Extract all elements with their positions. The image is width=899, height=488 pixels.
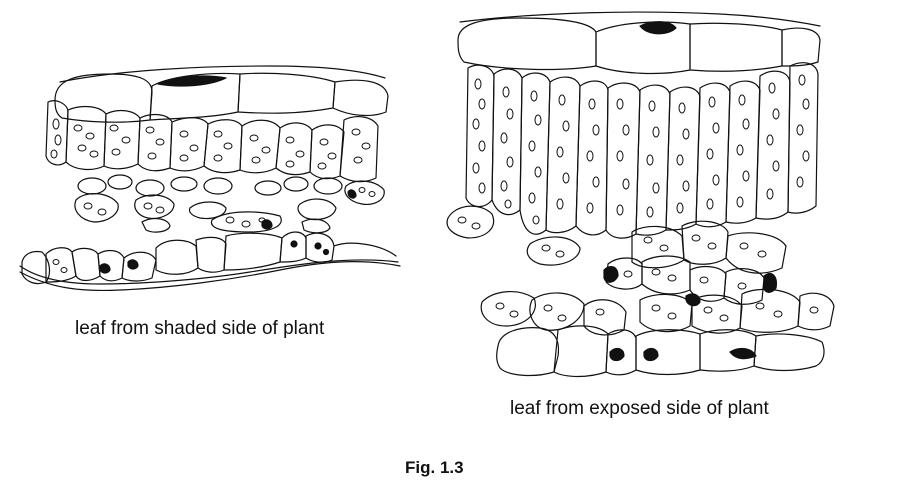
shaded-palisade-layer (46, 101, 378, 182)
shaded-stoma-guard-cell (262, 220, 272, 229)
shaded-lower-epidermis (20, 220, 400, 291)
shaded-upper-epidermis (55, 73, 388, 122)
exposed-mesophyll-nucleus (604, 267, 618, 283)
shaded-stoma-guard-cell (128, 260, 138, 269)
exposed-palisade-layer (466, 63, 818, 238)
shaded-epidermis-nucleus (158, 76, 226, 86)
exposed-upper-epidermis (458, 18, 820, 73)
exposed-leaf-diagram (447, 12, 834, 376)
exposed-epidermis-nucleus (640, 22, 676, 34)
shaded-chloroplasts (51, 119, 375, 273)
exposed-stoma-guard-cell (610, 349, 624, 361)
shaded-leaf-diagram (20, 66, 400, 290)
exposed-epidermis-nucleus (730, 349, 756, 359)
figure-label: Fig. 1.3 (405, 458, 464, 477)
shaded-spongy-mesophyll (75, 175, 384, 233)
exposed-chloroplasts (458, 75, 818, 321)
exposed-cuticle (460, 12, 820, 26)
shaded-stoma-guard-cell (100, 264, 110, 273)
caption-shaded-leaf: leaf from shaded side of plant (75, 318, 325, 339)
shaded-mesophyll-nucleus (348, 190, 356, 198)
exposed-mesophyll-nucleus (764, 274, 777, 293)
exposed-stoma-guard-cell (644, 349, 658, 361)
exposed-lower-epidermis (497, 326, 824, 377)
caption-exposed-leaf: leaf from exposed side of plant (510, 398, 769, 419)
exposed-spongy-mesophyll (447, 206, 834, 335)
